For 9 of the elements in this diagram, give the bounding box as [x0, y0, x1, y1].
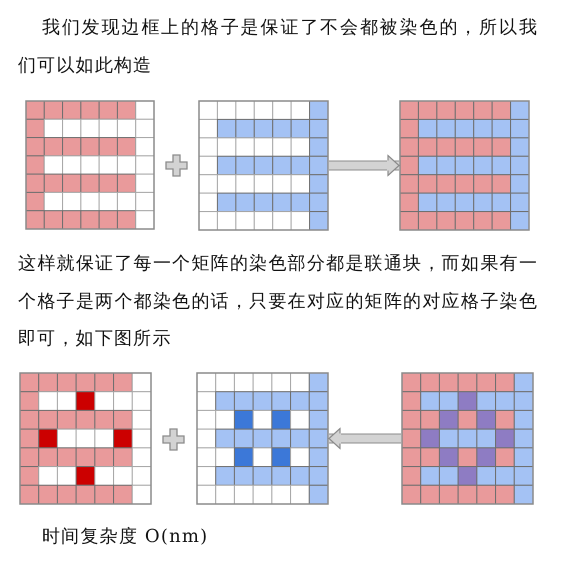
paragraph-text: 这样就保证了每一个矩阵的染色部分都是联通块，而如果有一个格子是两个都染色的话，只要在对应的矩阵的对应格子染色即可，如下图所示 [18, 252, 538, 351]
matrix-grid [399, 100, 530, 231]
matrix-grid [196, 372, 329, 505]
paragraph-text: 我们发现边框上的格子是保证了不会都被染色的，所以我们可以如此构造 [18, 16, 538, 78]
matrix-grid [198, 100, 329, 231]
matrix-grid [25, 100, 155, 230]
matrix-grid [19, 372, 152, 505]
paragraph-text: 时间复杂度 O(nm) [41, 525, 210, 549]
matrix-grid [401, 372, 534, 505]
